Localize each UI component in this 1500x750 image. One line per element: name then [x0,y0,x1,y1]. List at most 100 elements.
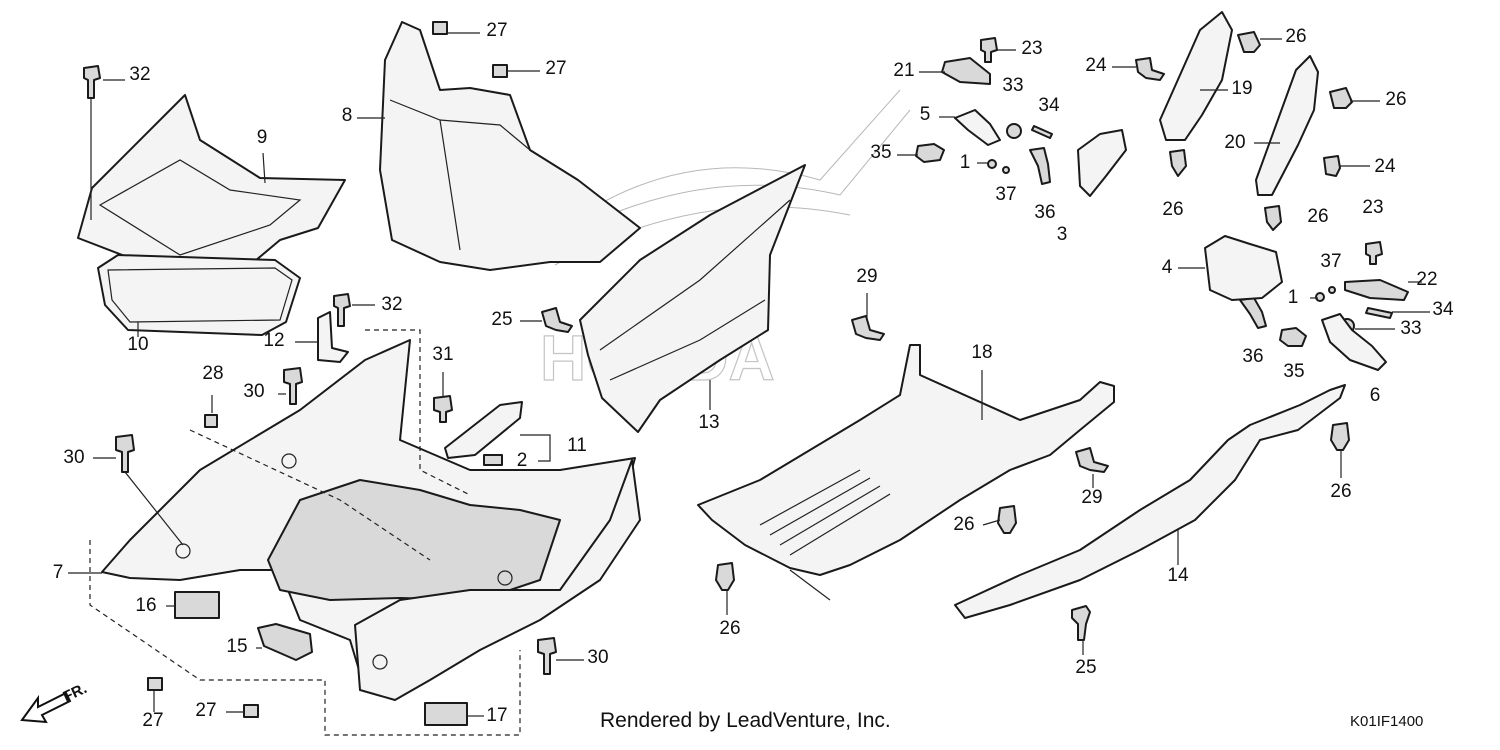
callout-c33b: 33 [1400,318,1421,339]
callout-c36a: 36 [1034,202,1055,223]
bolt-24-a [1135,57,1165,81]
part-27-clip-c [147,677,163,691]
pin-37-b [1328,286,1336,294]
part-4-bracket [1204,235,1283,301]
part-8-cover-detail [389,99,531,251]
clip-26-d [1237,31,1261,53]
clip-26-a [715,562,735,591]
part-13-cover-detail [599,199,791,381]
part-7-hole-b [281,453,297,469]
assembly-outline-c [189,429,431,561]
callout-c23b: 23 [1362,197,1383,218]
bolt-35-b [1279,327,1307,347]
bolt-30-b [115,434,135,473]
part-17-block [424,702,468,726]
diagram-code: K01IF1400 [1350,713,1424,730]
callout-c4: 4 [1162,257,1173,278]
bolt-23-a [980,37,998,63]
bolt-25-a [541,307,573,333]
part-7-storage-box [267,479,561,601]
callout-c8: 8 [342,105,353,126]
bolt-29-b [1075,447,1109,473]
callout-c13: 13 [698,412,719,433]
callout-c35a: 35 [870,142,891,163]
part-8-front-cover [379,21,641,271]
part-6-step-arm [1321,313,1387,371]
callout-c2: 2 [517,450,528,471]
callout-c25b: 25 [1075,657,1096,678]
render-credit: Rendered by LeadVenture, Inc. [600,709,891,732]
part-10-seal-inner [107,267,293,323]
direction-label: FR. [61,680,90,706]
callout-c26a: 26 [1285,26,1306,47]
callout-c26g: 26 [1330,481,1351,502]
callout-c6: 6 [1370,385,1381,406]
callout-c34b: 34 [1432,299,1454,320]
part-27-clip-d [243,704,259,718]
callout-c7: 7 [53,562,64,583]
callout-c30a: 30 [243,381,264,402]
bolt-30-c [537,637,557,675]
part-5-step-arm [954,109,1001,146]
bolt-25-b [1071,605,1091,641]
callout-c21: 21 [893,60,914,81]
callout-c18: 18 [971,342,992,363]
bolt-29-a [851,315,885,341]
clip-26-g [1264,205,1282,231]
callout-c30b: 30 [63,447,84,468]
part-27-clip-a [432,21,448,35]
clip-26-e [1329,87,1353,109]
washer-33-a [1006,123,1022,139]
pin-34-b [1365,307,1393,319]
part-27-clip-b [492,64,508,78]
callout-c15: 15 [226,636,247,657]
assembly-outline-a [89,540,521,736]
callout-c27a: 27 [486,20,507,41]
callout-c36b: 36 [1242,346,1263,367]
bolt-24-b [1323,155,1341,177]
callout-c16: 16 [135,595,156,616]
pin-34-a [1031,125,1053,139]
callout-c32a: 32 [129,64,150,85]
callout-c27b: 27 [545,58,566,79]
callout-c5: 5 [920,104,931,125]
part-16-block [174,591,220,619]
callout-c26c: 26 [1162,199,1183,220]
part-22-step-rubber [1344,279,1409,301]
callout-c14: 14 [1167,565,1189,586]
bolt-31 [433,395,453,423]
callout-c9: 9 [257,127,268,148]
callout-c17: 17 [486,705,507,726]
callout-c31: 31 [432,344,453,365]
arrow-left-down-icon [20,691,72,724]
callout-c37a: 37 [995,184,1016,205]
spring-1-b [1315,292,1325,302]
callout-c26d: 26 [1307,206,1328,227]
callout-c23a: 23 [1021,38,1042,59]
bolt-36-a [1029,147,1051,185]
callout-c28: 28 [202,363,223,384]
callout-c1a: 1 [960,152,971,173]
part-3-bracket [1077,129,1127,197]
part-28-clip [204,414,218,428]
callout-c19: 19 [1231,78,1252,99]
part-18-tray-ribs [759,469,891,556]
part-7-hole-c [497,570,513,586]
callout-c24b: 24 [1374,156,1396,177]
bolt-30-a [283,367,303,405]
callout-c29a: 29 [856,266,877,287]
callout-c34a: 34 [1038,95,1060,116]
part-9-cover-detail [98,159,302,256]
leader-lines [68,32,1430,717]
callout-c11: 11 [567,435,587,456]
clip-26-b [997,505,1017,534]
front-direction-arrow: FR. [20,680,90,724]
callout-c1b: 1 [1288,287,1299,308]
callout-c10: 10 [127,334,148,355]
callout-c20: 20 [1224,132,1245,153]
pin-37-a [1002,166,1010,174]
part-2-pad [483,454,503,466]
callout-c22: 22 [1416,269,1437,290]
